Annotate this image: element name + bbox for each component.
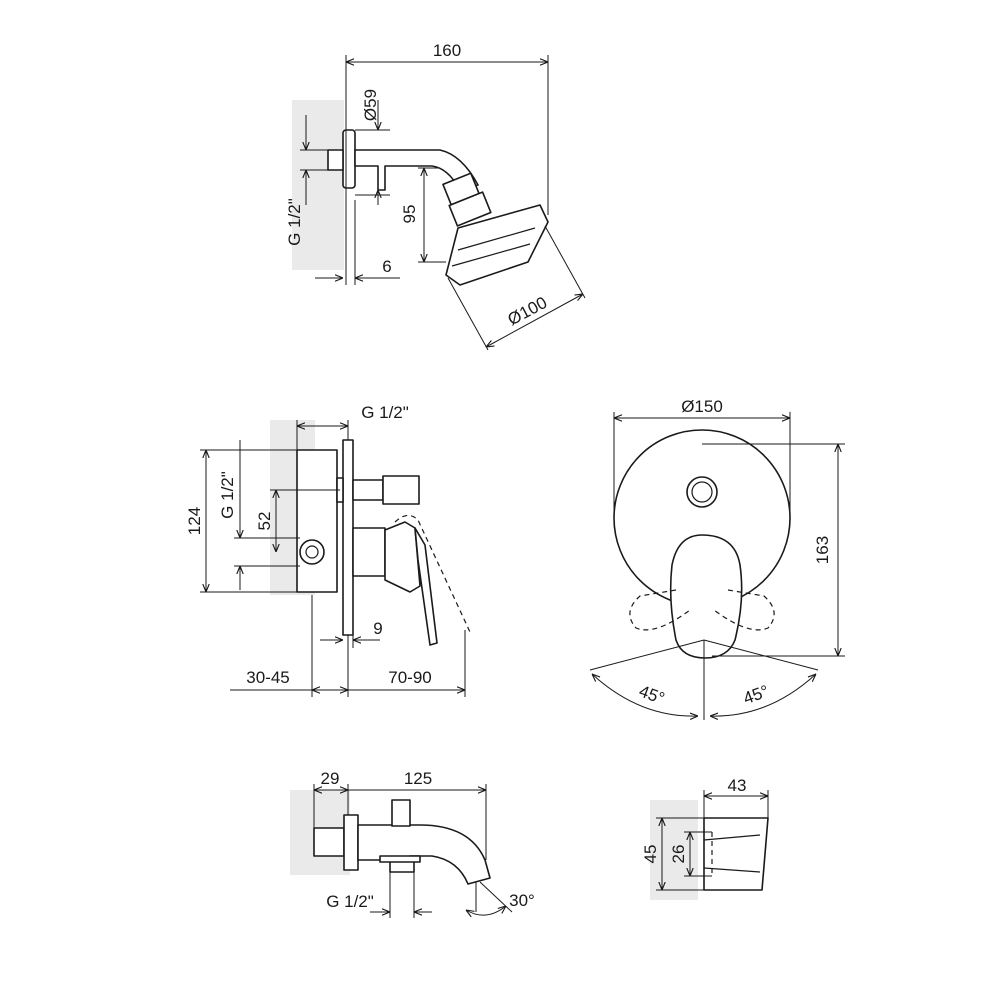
dim-thread-top: G 1/2" — [361, 403, 409, 422]
dim-flange: 29 — [321, 769, 340, 788]
wall-shadow — [292, 100, 344, 270]
dim-width: 160 — [433, 41, 461, 60]
dim-inner: 26 — [669, 845, 688, 864]
spout-flange — [343, 814, 359, 871]
dim-depth: 43 — [728, 776, 747, 795]
dim-drop: 95 — [400, 205, 419, 224]
wall-nipple — [313, 827, 345, 857]
handle-base — [384, 521, 421, 593]
dim-angle: 30° — [509, 891, 535, 910]
thread-nipple — [327, 149, 344, 171]
dim-thread: G 1/2" — [285, 198, 304, 246]
angle-left: 45° — [637, 682, 668, 709]
handle-lever — [414, 527, 438, 646]
dim-height: 163 — [813, 536, 832, 564]
angle-right: 45° — [741, 682, 772, 709]
wall-flange — [342, 129, 356, 189]
dim-depth-wall: 30-45 — [246, 668, 289, 687]
dim-length: 125 — [404, 769, 432, 788]
side-outlet — [299, 539, 325, 565]
dim-thread-side: G 1/2" — [218, 471, 237, 519]
dim-thread: G 1/2" — [326, 892, 374, 911]
shower-head-view: 160 Ø59 G 1/2" 95 6 Ø100 — [285, 41, 586, 351]
dim-plate-offset: 9 — [373, 619, 382, 638]
holder-view: 43 45 26 — [641, 776, 769, 900]
mixer-body — [296, 449, 338, 593]
spout-body — [357, 824, 491, 885]
handle-lever — [669, 534, 743, 659]
shower-head-body — [445, 204, 549, 286]
diverter-pin — [391, 799, 411, 827]
mixer-side-view: G 1/2" 124 G 1/2" 52 9 30-45 70-90 — [185, 403, 471, 697]
nut — [448, 191, 492, 227]
diverter-button — [686, 476, 718, 508]
bath-spout-view: 29 125 G 1/2" 30° — [290, 769, 535, 918]
dim-flange-dia: Ø59 — [361, 89, 380, 121]
mixer-front-view: Ø150 163 45° 45° — [589, 397, 845, 720]
dim-height: 124 — [185, 507, 204, 535]
holder-body — [703, 817, 769, 891]
dim-spacing: 52 — [255, 512, 274, 531]
diverter-knob — [382, 475, 420, 505]
dim-wall-gap: 6 — [382, 257, 391, 276]
cover-plate — [342, 439, 354, 636]
dim-plate-dia: Ø150 — [681, 397, 723, 416]
dim-depth-front: 70-90 — [388, 668, 431, 687]
dim-height: 45 — [641, 845, 660, 864]
